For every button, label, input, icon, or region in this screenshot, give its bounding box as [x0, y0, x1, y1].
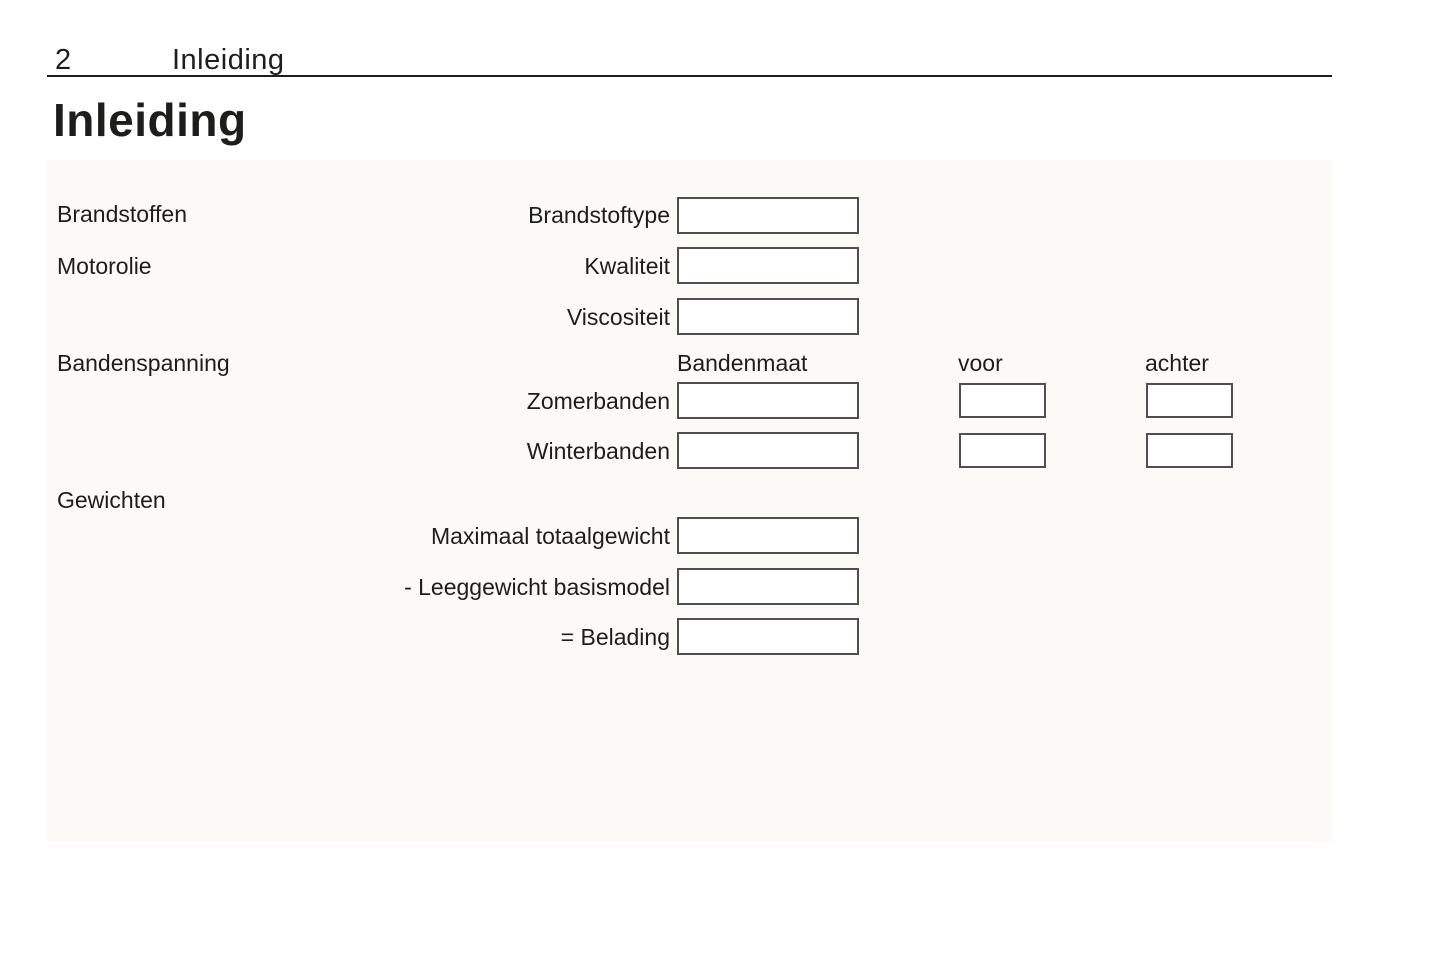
viscositeit-input[interactable]: [677, 298, 859, 335]
section-label-gewichten: Gewichten: [57, 487, 166, 513]
section-label-brandstoffen: Brandstoffen: [57, 201, 188, 227]
brandstoftype-input[interactable]: [677, 197, 859, 234]
winterbanden-voor-input[interactable]: [959, 433, 1046, 468]
column-header-voor: voor: [958, 350, 1003, 376]
field-label-belading: = Belading: [560, 624, 670, 650]
page-number: 2: [55, 44, 72, 76]
leeggewicht-basismodel-input[interactable]: [677, 568, 859, 605]
belading-input[interactable]: [677, 618, 859, 655]
running-header-title: Inleiding: [172, 44, 285, 76]
field-label-kwaliteit: Kwaliteit: [584, 253, 670, 279]
zomerbanden-voor-input[interactable]: [959, 383, 1046, 418]
field-label-viscositeit: Viscositeit: [566, 304, 670, 330]
zomerbanden-achter-input[interactable]: [1146, 383, 1233, 418]
page-title: Inleiding: [53, 94, 247, 146]
column-header-achter: achter: [1145, 350, 1209, 376]
field-label-winterbanden: Winterbanden: [526, 438, 670, 464]
winterbanden-bandenmaat-input[interactable]: [677, 432, 859, 469]
maximaal-totaalgewicht-input[interactable]: [677, 517, 859, 554]
column-header-bandenmaat: Bandenmaat: [677, 350, 808, 376]
section-label-bandenspanning: Bandenspanning: [57, 350, 230, 376]
field-label-maximaal-totaalgewicht: Maximaal totaalgewicht: [430, 523, 670, 549]
field-label-leeggewicht-basismodel: - Leeggewicht basismodel: [404, 574, 670, 600]
header-rule: [47, 75, 1332, 77]
section-label-motorolie: Motorolie: [57, 253, 152, 279]
field-label-zomerbanden: Zomerbanden: [526, 388, 670, 414]
zomerbanden-bandenmaat-input[interactable]: [677, 382, 859, 419]
field-label-brandstoftype: Brandstoftype: [528, 202, 670, 228]
kwaliteit-input[interactable]: [677, 247, 859, 284]
winterbanden-achter-input[interactable]: [1146, 433, 1233, 468]
